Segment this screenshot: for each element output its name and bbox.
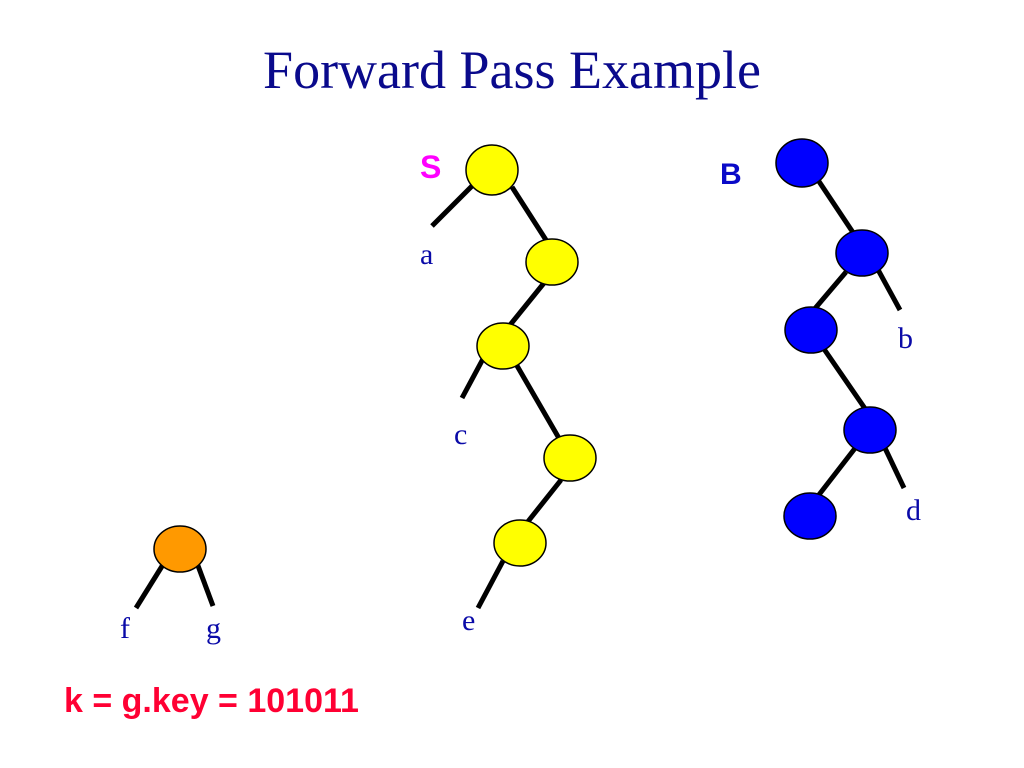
tree-s-label: S [420, 149, 442, 185]
single-node [153, 525, 207, 573]
tree-s-node-3 [476, 322, 530, 370]
tree-b-node-2 [835, 229, 889, 277]
tree-s-node-1 [465, 144, 519, 196]
tree-s-node-2 [525, 238, 579, 286]
tree-b-node-3 [784, 306, 838, 354]
edge-b1-b2 [815, 178, 857, 236]
tree-b-label: B [720, 158, 742, 191]
edge-s4-s5 [524, 478, 563, 526]
tree-s-node-4 [543, 434, 597, 482]
edge-s1-s2 [509, 185, 549, 242]
edge-s5-e [475, 559, 506, 610]
tree-b-node-4 [843, 406, 897, 454]
leaf-label-b: b [898, 322, 913, 355]
edge-b4-d [881, 444, 907, 490]
edge-b2-b3 [810, 270, 848, 314]
leaf-label-d: d [906, 494, 921, 527]
leaf-label-a: a [420, 238, 434, 271]
edge-b4-b5 [816, 445, 858, 498]
nodes [153, 138, 897, 573]
leaf-label-c: c [454, 418, 468, 451]
edge-s3-s4 [513, 362, 563, 442]
tree-b-node-1 [775, 138, 829, 188]
tree-b-node-5 [783, 492, 837, 540]
equation-text: k = g.key = 101011 [64, 682, 359, 720]
edges [133, 178, 907, 610]
leaf-label-e: e [462, 604, 476, 637]
edge-b3-b4 [821, 347, 869, 412]
edge-s1-a [430, 184, 474, 228]
edge-n-g [194, 562, 216, 607]
leaf-label-g: g [206, 612, 221, 645]
edge-s2-s3 [504, 281, 546, 332]
edge-s3-c [459, 355, 487, 400]
edge-b2-b [873, 264, 903, 312]
slide-title: Forward Pass Example [263, 40, 761, 100]
edge-n-f [133, 561, 167, 610]
tree-s-node-5 [493, 519, 547, 567]
leaf-label-f: f [120, 612, 130, 645]
